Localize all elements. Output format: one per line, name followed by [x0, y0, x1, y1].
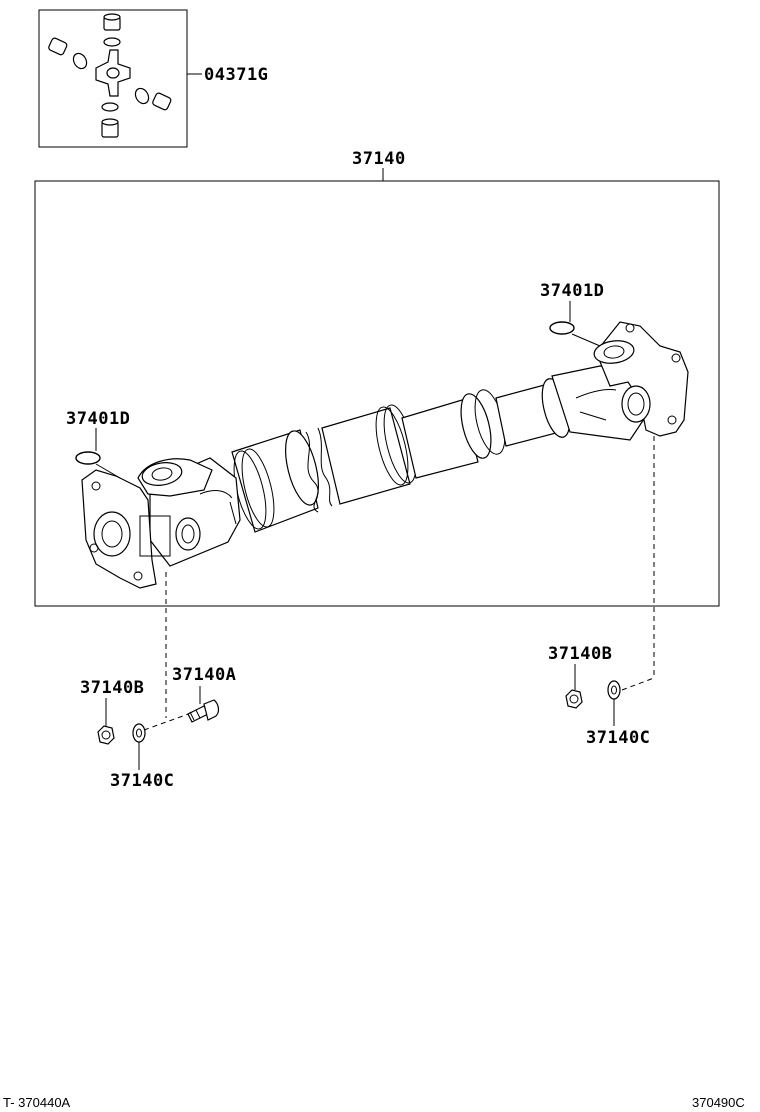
washer-right: [607, 680, 621, 726]
assembly-line-right-washer: [621, 677, 655, 691]
footer-right-reference: 370490C: [692, 1095, 745, 1110]
snap-ring-right: [549, 301, 601, 347]
nut-left: [97, 698, 115, 745]
washer-left: [132, 723, 146, 770]
washer-left-label: 37140C: [110, 771, 174, 791]
universal-joint-kit-inset: [38, 9, 202, 148]
snap-ring-left-label: 37401D: [66, 409, 130, 429]
propeller-shaft-frame: [34, 180, 720, 607]
bolt-label: 37140A: [172, 665, 236, 685]
snap-ring-left: [75, 428, 121, 479]
assembly-line-left-washer: [143, 711, 195, 731]
nut-right: [565, 664, 583, 709]
nut-left-label: 37140B: [80, 678, 144, 698]
bolt: [187, 686, 220, 723]
universal-joint-kit-label: 04371G: [204, 65, 268, 85]
footer-left-reference: T- 370440A: [3, 1095, 71, 1110]
propeller-shaft-drawing: [81, 321, 689, 589]
snap-ring-right-label: 37401D: [540, 281, 604, 301]
nut-right-label: 37140B: [548, 644, 612, 664]
washer-right-label: 37140C: [586, 728, 650, 748]
propeller-shaft-label: 37140: [352, 149, 406, 169]
